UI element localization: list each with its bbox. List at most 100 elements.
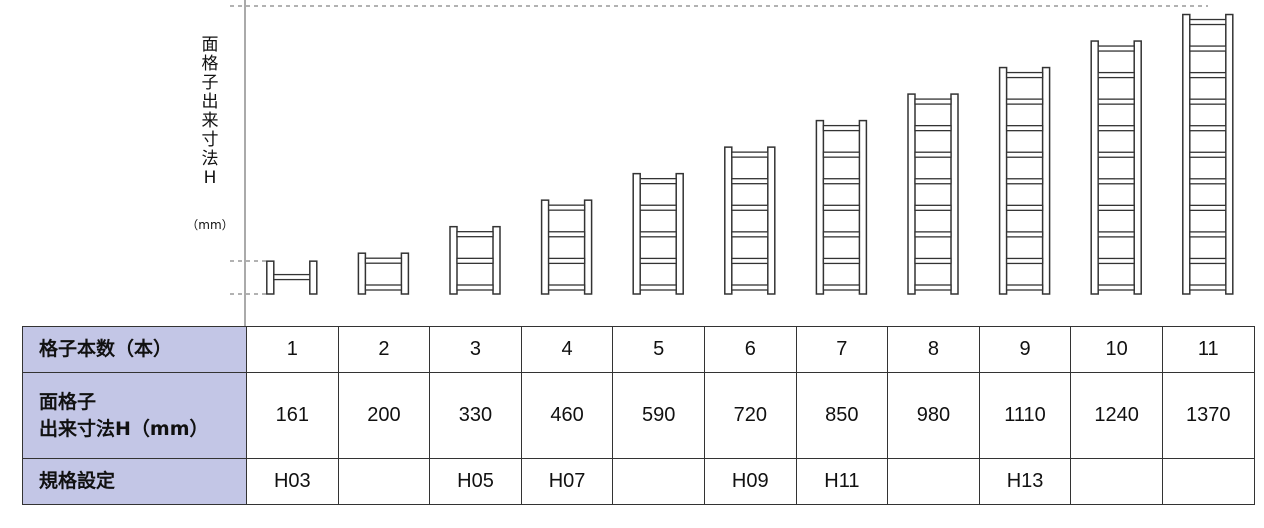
ladder-rung [1005, 257, 1044, 265]
cell-count: 2 [337, 326, 431, 373]
ladder-rung [822, 151, 861, 158]
ladder-rail-left [998, 66, 1008, 295]
ladder-rung [639, 231, 677, 238]
ladder-rung [364, 284, 403, 291]
ladder-rung [731, 178, 769, 185]
cell-count: 4 [520, 326, 614, 373]
ladder-rail-right [1133, 40, 1142, 295]
header-height-line1: 面格子 [39, 390, 97, 413]
ladder-rung [639, 204, 677, 211]
cell-spec [612, 458, 705, 505]
cell-count: 9 [978, 326, 1072, 373]
ladder-rung [914, 98, 952, 105]
axis-label-unit: （mm） [186, 218, 234, 232]
ladder-rail-left [1182, 13, 1191, 295]
cell-spec: H05 [429, 458, 522, 505]
ladder-rung [1005, 178, 1044, 185]
ladder-rung [1097, 125, 1135, 132]
ladder-rung [1189, 257, 1227, 265]
axis-label-char: 格 [201, 54, 219, 74]
ladder-rung [1097, 98, 1135, 105]
ladder-rung [456, 284, 494, 291]
ladder-rung [731, 284, 769, 291]
ladder-rail-right [400, 252, 410, 295]
ladder-rung [1189, 45, 1227, 52]
cell-height: 1370 [1161, 372, 1255, 459]
cell-spec: H11 [795, 458, 889, 505]
ladder-rung [1005, 284, 1044, 291]
cell-spec [1070, 458, 1163, 505]
ladder-rung [731, 257, 769, 265]
ladder-rail-right [309, 260, 318, 295]
header-spec: 規格設定 [22, 458, 247, 505]
ladder-rung [1097, 178, 1135, 185]
ladder-rung [1097, 257, 1135, 265]
ladder-rung [1097, 151, 1135, 158]
ladder-rung [1189, 204, 1227, 212]
cell-count: 3 [429, 326, 522, 373]
axis-label-char: 子 [201, 73, 219, 93]
ladder-rail-left [266, 260, 275, 295]
ladder-rung [547, 284, 586, 291]
ladder-rail-left [724, 146, 733, 295]
ladder-rung [914, 284, 952, 291]
cell-count: 7 [795, 326, 889, 373]
cell-count: 8 [887, 326, 980, 373]
cell-spec: H03 [246, 458, 339, 505]
ladder-rung [914, 231, 952, 238]
cell-spec: H07 [520, 458, 614, 505]
ladder-rung [1005, 98, 1044, 105]
lattice-diagram [230, 0, 1234, 330]
ladder-rail-left [357, 252, 367, 295]
ladder-rail-left [632, 172, 641, 295]
ladder-rung [914, 124, 952, 132]
ladder-rail-right [675, 172, 684, 295]
ladder-rung [273, 273, 311, 281]
ladder-rung [914, 204, 952, 211]
cell-count: 5 [612, 326, 705, 373]
ladder-rung [731, 231, 769, 238]
ladder-rail-right [767, 146, 776, 295]
cell-height: 1110 [978, 372, 1072, 459]
ladder-rail-left [540, 199, 550, 295]
ladder-rung [1097, 284, 1135, 291]
ladder-rung [1097, 231, 1135, 238]
cell-spec [1161, 458, 1255, 505]
ladder-rung [1189, 284, 1227, 291]
axis-label-char: 出 [201, 92, 219, 112]
ladder-rail-right [1225, 13, 1234, 295]
ladder-rung [914, 257, 952, 265]
ladder-rung [914, 151, 952, 158]
ladder-rung [1189, 231, 1227, 238]
axis-label-char: 来 [201, 111, 219, 131]
ladder-rung [547, 257, 586, 265]
cell-count: 10 [1070, 326, 1163, 373]
cell-spec [887, 458, 980, 505]
axis-label-char: 寸 [201, 130, 219, 150]
axis-label-char: H [203, 168, 217, 188]
ladder-rung [822, 231, 861, 238]
header-count: 格子本数（本） [22, 326, 247, 373]
ladder-rung [731, 151, 769, 158]
ladder-rung [1097, 45, 1135, 52]
cell-spec [337, 458, 431, 505]
ladder-rung [822, 124, 861, 132]
ladder-rung [731, 204, 769, 211]
ladder-rail-left [815, 119, 825, 295]
ladder-rung [1189, 98, 1227, 105]
cell-count: 1 [246, 326, 339, 373]
ladder-rung [822, 257, 861, 265]
ladder-rung [1005, 125, 1044, 132]
ladder-rung [1005, 231, 1044, 238]
cell-spec: H09 [703, 458, 797, 505]
ladder-rung [1005, 151, 1044, 158]
ladder-rail-right [1041, 66, 1051, 295]
ladder-rung [639, 257, 677, 265]
ladder-rung [456, 257, 494, 264]
cell-height: 161 [246, 372, 339, 459]
cell-height: 1240 [1070, 372, 1163, 459]
ladder-rung [547, 231, 586, 238]
axis-label-char: 法 [201, 149, 219, 169]
